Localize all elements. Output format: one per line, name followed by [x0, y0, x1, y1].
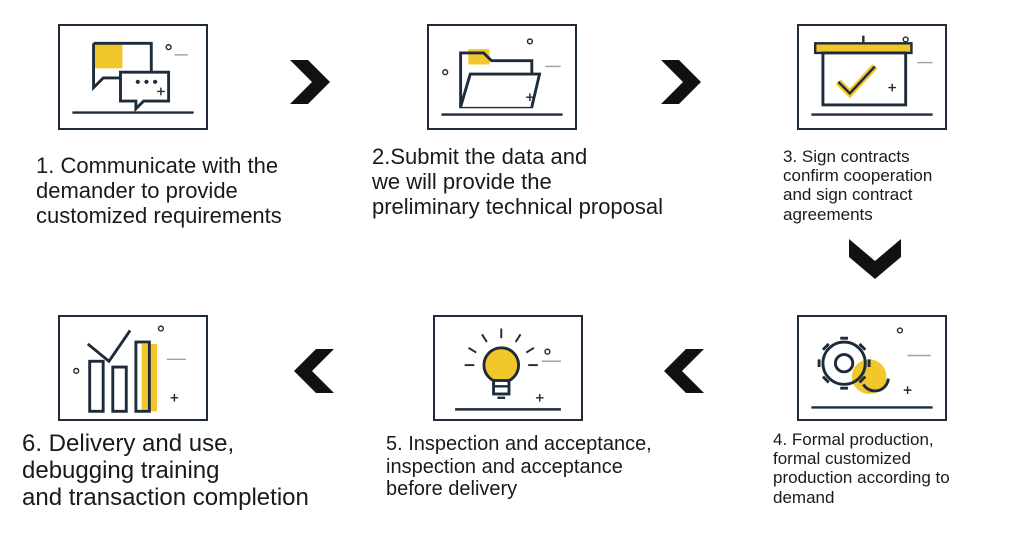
step-4-caption: 4. Formal production, formal customized … — [773, 430, 950, 507]
bar-chart-icon — [73, 325, 186, 413]
step-2-caption: 2.Submit the data and we will provide th… — [372, 144, 664, 219]
chevron-right-icon — [661, 60, 701, 104]
step-4-card — [797, 315, 947, 421]
light-bulb-icon — [455, 328, 561, 411]
folder-icon — [441, 38, 563, 116]
step-5-card — [433, 315, 583, 421]
chevron-right-icon — [290, 60, 330, 104]
step-3-card — [797, 24, 947, 130]
step-1-card — [58, 24, 208, 130]
contract-board-check-icon — [811, 35, 933, 116]
chevron-down-icon — [849, 239, 901, 279]
step-3-caption: 3. Sign contracts confirm cooperation an… — [783, 147, 933, 224]
chevron-left-icon — [294, 349, 334, 393]
step-2-card — [427, 24, 577, 130]
gears-icon — [811, 327, 933, 409]
chat-bubbles-icon — [72, 41, 194, 114]
step-5-caption: 5. Inspection and acceptance, inspection… — [386, 433, 652, 501]
step-6-card — [58, 315, 208, 421]
step-6-caption: 6. Delivery and use, debugging training … — [22, 430, 309, 512]
chevron-left-icon — [664, 349, 704, 393]
step-1-caption: 1. Communicate with the demander to prov… — [36, 153, 282, 228]
